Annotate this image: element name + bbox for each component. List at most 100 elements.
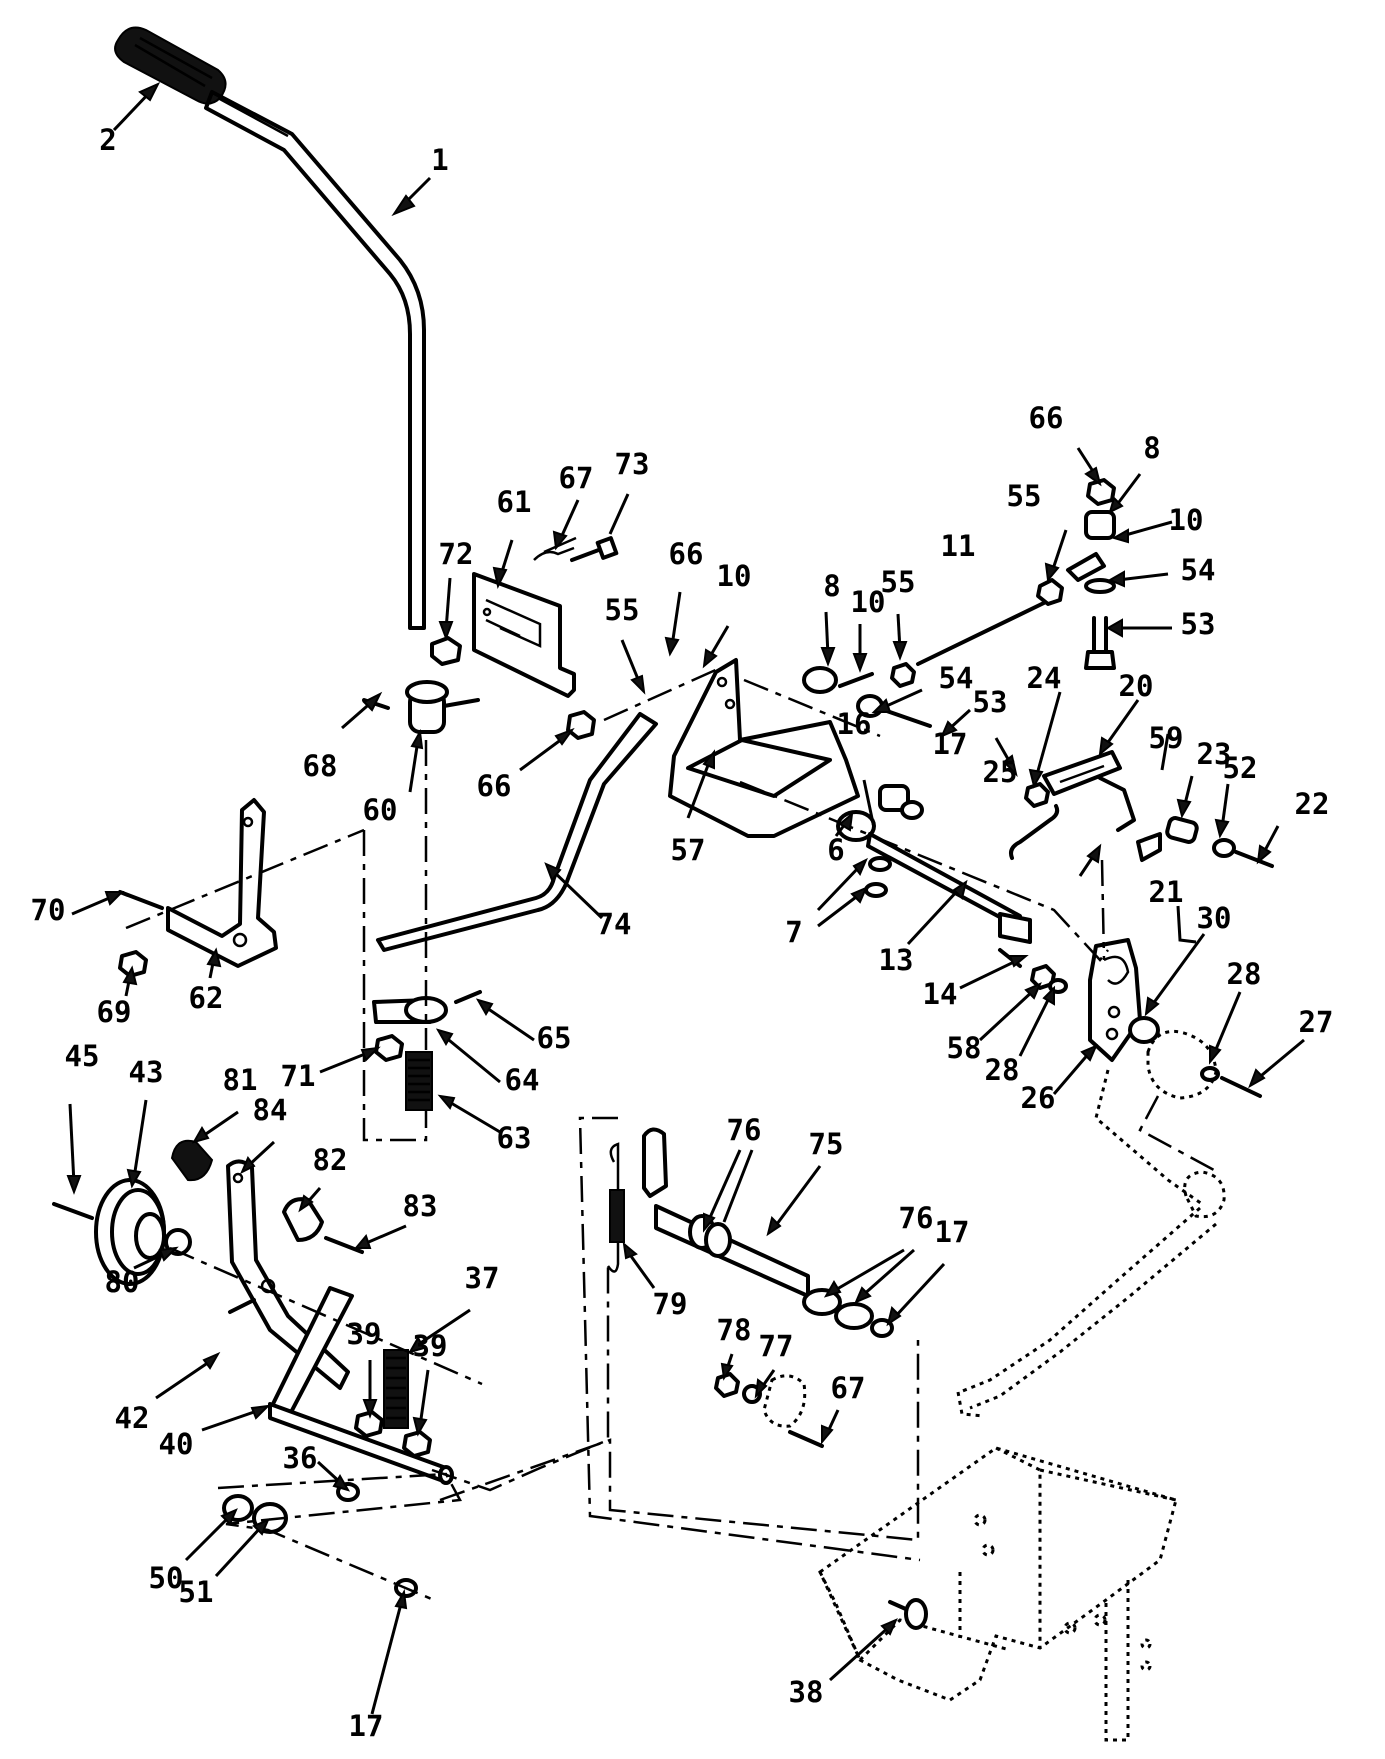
- callout-55a: 55: [605, 593, 640, 627]
- callout-53a: 53: [973, 685, 1008, 719]
- callout-53b: 53: [1181, 607, 1216, 641]
- callout-10b: 10: [851, 585, 886, 619]
- bolt-27: [1220, 1076, 1262, 1098]
- callout-6: 6: [827, 833, 844, 867]
- nut-72: [430, 636, 462, 666]
- bolt-70: [118, 890, 164, 910]
- callout-65: 65: [537, 1021, 572, 1055]
- callout-66a: 66: [477, 769, 512, 803]
- callout-37: 37: [465, 1261, 500, 1295]
- callout-39a: 39: [347, 1317, 382, 1351]
- callout-62: 62: [189, 981, 224, 1015]
- callout-75: 75: [809, 1127, 844, 1161]
- callout-38: 38: [789, 1675, 824, 1709]
- bumper-82: [282, 1197, 324, 1242]
- callout-58: 58: [947, 1031, 982, 1065]
- callout-66b: 66: [669, 537, 704, 571]
- callout-80: 80: [105, 1265, 140, 1299]
- spring-63: [405, 1051, 433, 1111]
- callout-68: 68: [303, 749, 338, 783]
- parts-artwork: [52, 26, 1274, 1742]
- shift-lever: [204, 90, 426, 630]
- bumper-81: [170, 1139, 214, 1182]
- callout-57: 57: [671, 833, 706, 867]
- callout-61: 61: [497, 485, 532, 519]
- callout-54a: 54: [939, 661, 974, 695]
- rod-74: [376, 712, 658, 952]
- callout-67b: 67: [831, 1371, 866, 1405]
- callout-84: 84: [253, 1093, 288, 1127]
- callout-39b: 39: [413, 1329, 448, 1363]
- spring-25: [1009, 804, 1060, 860]
- callout-50: 50: [149, 1561, 184, 1595]
- callout-22: 22: [1295, 787, 1330, 821]
- bolt-73: [570, 536, 619, 562]
- callout-67: 67: [559, 461, 594, 495]
- callout-55b: 55: [881, 565, 916, 599]
- callout-1: 1: [431, 143, 448, 177]
- bracket-57: [668, 658, 860, 838]
- plate-26: [1088, 938, 1142, 1062]
- callout-77: 77: [759, 1329, 794, 1363]
- bracket-62: [166, 798, 278, 968]
- callout-45: 45: [65, 1039, 100, 1073]
- callout-8a: 8: [823, 569, 840, 603]
- callout-25: 25: [983, 755, 1018, 789]
- bolt-67: [533, 536, 577, 561]
- callout-79: 79: [653, 1287, 688, 1321]
- callout-51: 51: [179, 1575, 214, 1609]
- callout-74: 74: [597, 907, 632, 941]
- callout-55c: 55: [1007, 479, 1042, 513]
- callout-81: 81: [223, 1063, 258, 1097]
- callout-42: 42: [115, 1401, 150, 1435]
- callout-16: 16: [837, 707, 872, 741]
- assembly-centerlines: [125, 666, 1215, 1602]
- nut-71: [374, 1034, 404, 1062]
- callout-72: 72: [439, 537, 474, 571]
- callout-83: 83: [403, 1189, 438, 1223]
- callout-76b: 76: [899, 1201, 934, 1235]
- callout-24: 24: [1027, 661, 1062, 695]
- lever-pivot: [362, 680, 480, 734]
- callout-60: 60: [363, 793, 398, 827]
- lever-grip: [114, 26, 227, 105]
- callout-17a: 17: [933, 727, 968, 761]
- callout-52: 52: [1223, 751, 1258, 785]
- bellcrank-40: [228, 1286, 454, 1485]
- callout-78: 78: [717, 1313, 752, 1347]
- callout-63: 63: [497, 1121, 532, 1155]
- callout-26: 26: [1021, 1081, 1056, 1115]
- callout-21: 21: [1149, 875, 1184, 909]
- callout-76a: 76: [727, 1113, 762, 1147]
- washer-28: [1200, 1066, 1220, 1082]
- callout-59: 59: [1149, 721, 1184, 755]
- callout-11: 11: [941, 529, 976, 563]
- callout-8b: 8: [1143, 431, 1160, 465]
- callout-labels: 2 1 61 67 73 72 68 60 66 66 66 10 10 10 …: [31, 123, 1334, 1743]
- callout-10c: 10: [1169, 503, 1204, 537]
- callout-7: 7: [785, 915, 802, 949]
- callout-64: 64: [505, 1063, 540, 1097]
- idler-arm-84: [226, 1159, 350, 1390]
- frame-phantom: [818, 1446, 1178, 1742]
- shaft-75: [642, 1127, 894, 1338]
- callout-17b: 17: [935, 1215, 970, 1249]
- callout-23: 23: [1197, 737, 1232, 771]
- bracket-20: [1024, 750, 1274, 868]
- nut-69: [118, 950, 148, 978]
- callout-30: 30: [1197, 901, 1232, 935]
- callout-70: 70: [31, 893, 66, 927]
- callout-71: 71: [281, 1059, 316, 1093]
- shift-plate: [472, 572, 576, 698]
- callout-20: 20: [1119, 669, 1154, 703]
- phantom-linkage: [956, 1029, 1226, 1418]
- nut-30: [1128, 1016, 1160, 1044]
- callout-82: 82: [313, 1143, 348, 1177]
- callout-13: 13: [879, 943, 914, 977]
- callout-2: 2: [99, 123, 116, 157]
- callout-28b: 28: [985, 1053, 1020, 1087]
- callout-27: 27: [1299, 1005, 1334, 1039]
- nut-39b: [402, 1430, 432, 1458]
- bolt-67-lower: [788, 1430, 824, 1448]
